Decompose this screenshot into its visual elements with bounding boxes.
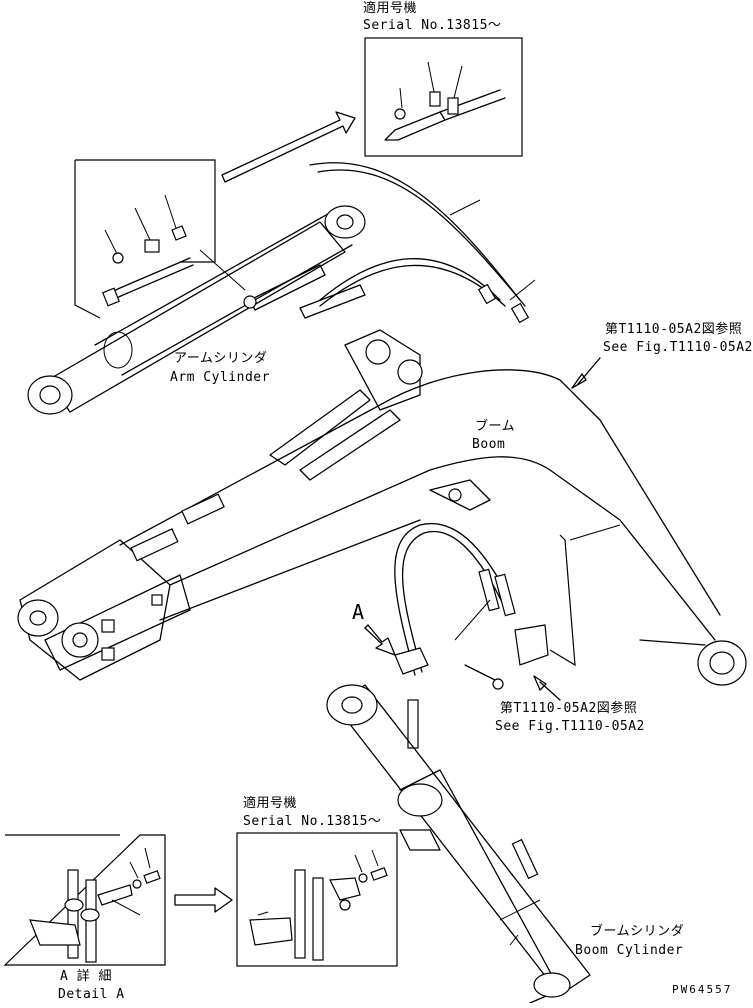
boom-cylinder: [326, 684, 591, 1004]
inset-left-clamp-box: [74, 159, 216, 319]
boom-en-label: Boom: [472, 437, 506, 452]
boom: [17, 329, 747, 686]
detail-a-box: [3, 834, 166, 966]
reference-top-en-label: See Fig.T1110-05A2: [603, 340, 753, 355]
serial-bottom-jp-label: 適用号機: [243, 796, 298, 811]
boom-cylinder-en-label: Boom Cylinder: [575, 943, 684, 958]
inset-top-serial-box: [364, 37, 523, 157]
drawing-code: PW64557: [672, 983, 733, 996]
detail-a-jp-label: A 詳 細: [60, 969, 112, 984]
hydraulic-hoses: [299, 162, 536, 324]
serial-bottom-en-label: Serial No.13815～: [243, 814, 382, 829]
arm-cylinder-en-label: Arm Cylinder: [170, 370, 270, 385]
inset-bottom-serial-box: [236, 832, 398, 967]
reference-arrow-mid: [533, 675, 561, 701]
reference-mid-jp-label: 第T1110-05A2図参照: [500, 701, 638, 716]
boom-cylinder-hose: [394, 522, 621, 749]
serial-top-jp-label: 適用号機: [363, 1, 418, 16]
arm-cylinder: [27, 205, 366, 415]
serial-top-en-label: Serial No.13815～: [363, 18, 502, 33]
arrow-detail-to-serial: [174, 887, 233, 913]
boom-cylinder-jp-label: ブームシリンダ: [590, 924, 685, 939]
callout-a-arrow: [364, 624, 396, 656]
arrow-to-top-inset: [221, 111, 356, 183]
boom-jp-label: ブーム: [475, 419, 516, 434]
reference-arrow-top: [571, 357, 601, 389]
reference-top-jp-label: 第T1110-05A2図参照: [605, 322, 743, 337]
arm-cylinder-jp-label: アームシリンダ: [174, 351, 268, 366]
detail-a-en-label: Detail A: [58, 987, 125, 1002]
reference-mid-en-label: See Fig.T1110-05A2: [495, 719, 645, 734]
callout-a-label: A: [352, 600, 365, 624]
